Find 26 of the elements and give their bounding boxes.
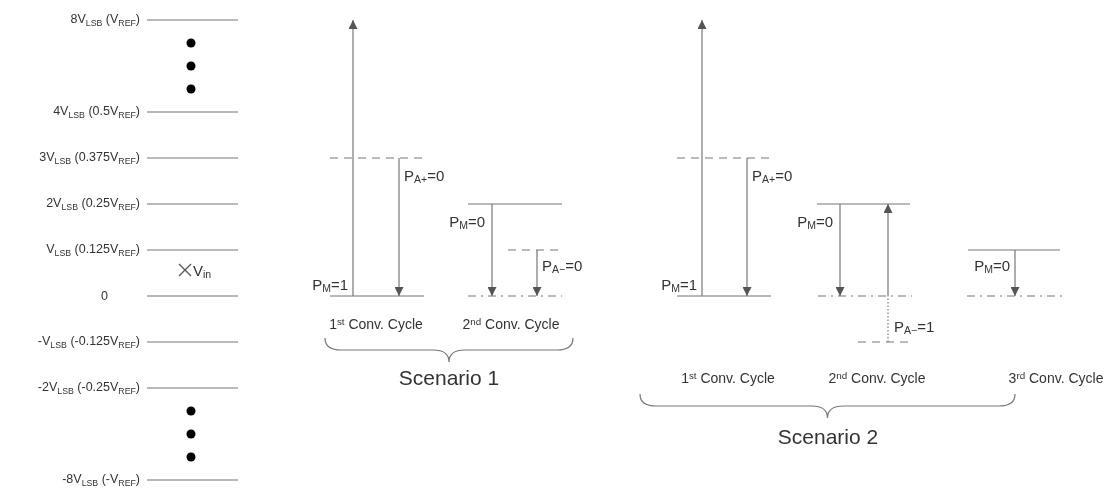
bit-label: P$_{A−}$=0 xyxy=(542,256,583,276)
bit-label: P$_{M}$=0 xyxy=(449,212,485,232)
cycle-label: 2$^{nd}$ Conv. Cycle xyxy=(462,315,560,333)
bit-label: P$_{M}$=0 xyxy=(974,256,1010,276)
scenario-label: Scenario 2 xyxy=(777,424,879,450)
input-voltage-label: V$_{in}$ xyxy=(193,261,212,281)
bit-label: P$_{A−}$=1 xyxy=(894,317,935,337)
level-label: -8V$_{LSB}$ (-V$_{REF}$) xyxy=(62,472,140,488)
cycle-label: 1$^{st}$ Conv. Cycle xyxy=(681,369,775,387)
scenario-label: Scenario 1 xyxy=(398,365,500,391)
bit-label: P$_{A+}$=0 xyxy=(404,166,445,186)
bit-label: P$_{M}$=1 xyxy=(312,275,348,295)
level-label: 2V$_{LSB}$ (0.25V$_{REF}$) xyxy=(46,196,140,212)
level-label: V$_{LSB}$ (0.125V$_{REF}$) xyxy=(46,242,140,258)
level-label: 4V$_{LSB}$ (0.5V$_{REF}$) xyxy=(53,104,140,120)
bit-label: P$_{M}$=1 xyxy=(661,275,697,295)
cycle-label: 3$^{rd}$ Conv. Cycle xyxy=(1008,369,1104,387)
bit-label: P$_{M}$=0 xyxy=(797,212,833,232)
level-label: 0 xyxy=(101,288,108,304)
level-label: -2V$_{LSB}$ (-0.25V$_{REF}$) xyxy=(37,380,140,396)
level-label: 3V$_{LSB}$ (0.375V$_{REF}$) xyxy=(39,150,140,166)
cycle-label: 1$^{st}$ Conv. Cycle xyxy=(329,315,423,333)
cycle-label: 2$^{nd}$ Conv. Cycle xyxy=(828,369,926,387)
level-label: 8V$_{LSB}$ (V$_{REF}$) xyxy=(70,12,140,28)
bit-label: P$_{A+}$=0 xyxy=(752,166,793,186)
level-label: -V$_{LSB}$ (-0.125V$_{REF}$) xyxy=(37,334,140,350)
